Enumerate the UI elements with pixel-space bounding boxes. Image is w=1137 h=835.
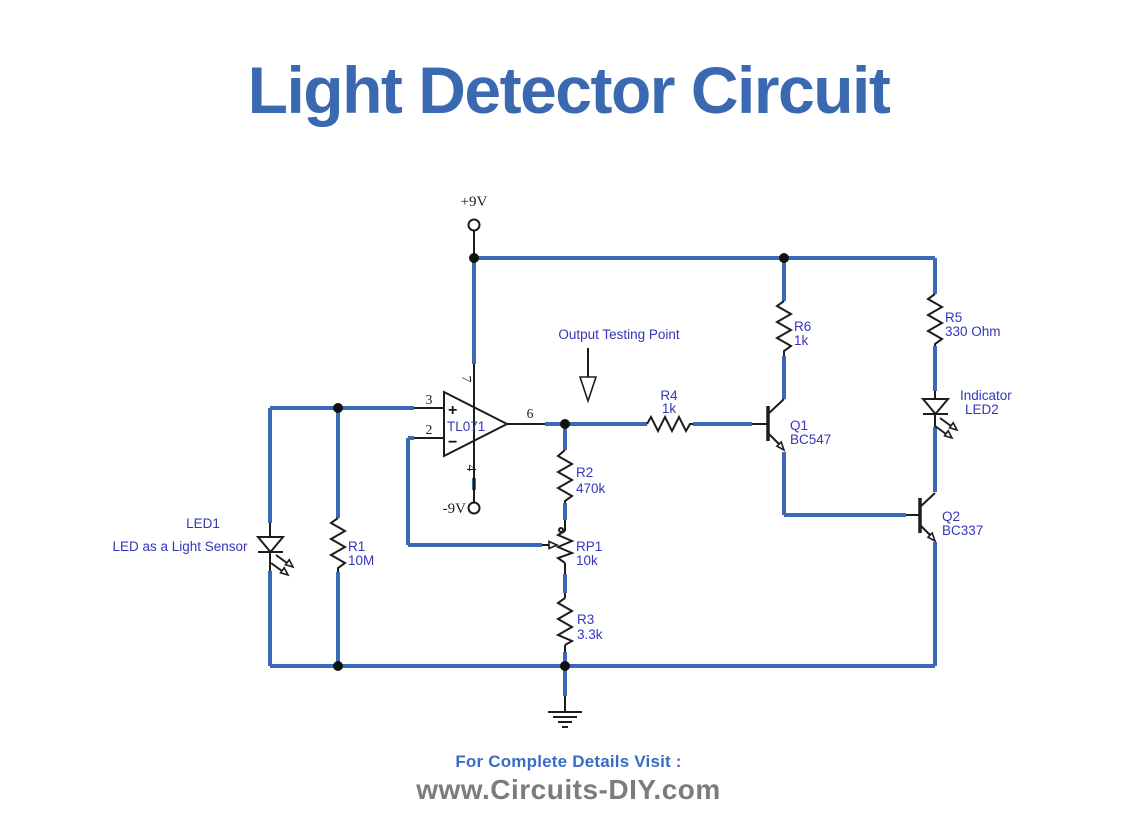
- pin7-label: 7: [459, 376, 474, 383]
- wiper-arrowhead-icon: [548, 540, 559, 550]
- r6-value: 1k: [794, 333, 809, 348]
- zigzag: [555, 597, 575, 646]
- terminal-circle: [467, 218, 481, 232]
- zigzag: [925, 293, 945, 346]
- pin3-label: 3: [426, 392, 433, 407]
- r4-ref: R4: [660, 388, 678, 403]
- r1-ref: R1: [348, 539, 365, 554]
- output-testing-point: Output Testing Point: [558, 327, 680, 404]
- led-triangle-icon: [920, 398, 951, 416]
- junction-dots: [333, 253, 789, 671]
- r6-ref: R6: [794, 319, 811, 334]
- resistor-r3: R3 3.3k: [555, 593, 603, 652]
- zigzag: [328, 517, 348, 572]
- down-arrow-icon: [578, 376, 598, 404]
- junction-dot: [333, 661, 343, 671]
- zigzag: [555, 449, 575, 503]
- resistor-r5: R5 330 Ohm: [925, 293, 1001, 346]
- footer: For Complete Details Visit : www.Circuit…: [0, 752, 1137, 806]
- led1-ref-label: LED1: [186, 516, 220, 531]
- feedback-wire: [406, 436, 542, 547]
- opamp-tl071: + − TL071 3 2 6 7 4: [414, 364, 545, 502]
- led-arrow-line: [275, 554, 288, 564]
- led1-light-sensor: LED1 LED as a Light Sensor: [112, 516, 295, 577]
- minus-input-sign: −: [448, 434, 457, 451]
- resistor-r2: R2 470k: [555, 449, 606, 503]
- output-testing-point-label: Output Testing Point: [558, 327, 680, 342]
- rp1-value: 10k: [576, 553, 598, 568]
- positive-supply-terminal: +9V: [461, 194, 488, 258]
- transistor-q2: Q2 BC337: [906, 492, 983, 543]
- led-arrow-line: [934, 425, 947, 435]
- q2-ref: Q2: [942, 509, 960, 524]
- pin2-label: 2: [426, 422, 433, 437]
- vminus-label: -9V: [443, 501, 466, 517]
- resistor-r4: R4 1k: [646, 388, 693, 434]
- junction-dot: [560, 419, 570, 429]
- junction-dot: [469, 253, 479, 263]
- r1-value: 10M: [348, 553, 374, 568]
- collector-line: [767, 398, 785, 415]
- junction-dot: [333, 403, 343, 413]
- transistor-q1: Q1 BC547: [752, 398, 831, 452]
- led-arrow-line: [270, 562, 283, 572]
- led2-desc-label: Indicator: [960, 388, 1012, 403]
- q1-value: BC547: [790, 432, 831, 447]
- led-arrowhead-icon: [284, 558, 295, 569]
- plus-input-sign: +: [448, 402, 457, 419]
- led-arrow-line: [939, 417, 952, 427]
- led-arrowhead-icon: [948, 421, 959, 432]
- footer-visit-text: For Complete Details Visit :: [455, 752, 682, 771]
- pin6-label: 6: [527, 406, 534, 421]
- emitter-arrowhead-icon: [926, 531, 937, 543]
- r2-value: 470k: [576, 481, 606, 496]
- r2-ref: R2: [576, 465, 593, 480]
- opamp-triangle: [443, 390, 510, 458]
- pin4-label: 4: [464, 465, 479, 472]
- q2-value: BC337: [942, 523, 983, 538]
- collector-line: [919, 492, 936, 508]
- rp1-ref: RP1: [576, 539, 602, 554]
- led-arrowhead-icon: [279, 566, 290, 577]
- zigzag: [555, 530, 575, 564]
- led1-desc-label: LED as a Light Sensor: [112, 539, 248, 554]
- page-title: Light Detector Circuit: [247, 53, 891, 127]
- r5-ref: R5: [945, 310, 962, 325]
- opamp-input-pin-stubs: [414, 407, 444, 439]
- q1-emitter-to-q2-base-wire: [782, 452, 906, 517]
- q1-ref: Q1: [790, 418, 808, 433]
- vplus-label: +9V: [461, 194, 488, 210]
- resistor-r1: R1 10M: [328, 517, 374, 572]
- zigzag: [774, 300, 794, 356]
- r5-value: 330 Ohm: [945, 324, 1001, 339]
- r3-ref: R3: [577, 612, 594, 627]
- potentiometer-rp1: RP1 10k: [542, 520, 602, 574]
- led-triangle-icon: [255, 536, 286, 554]
- emitter-arrowhead-icon: [775, 440, 786, 452]
- wires: [268, 256, 937, 696]
- led2-ref-label: LED2: [965, 402, 999, 417]
- negative-supply-terminal: -9V: [443, 501, 481, 517]
- wiper-dot: [558, 527, 564, 533]
- ground-symbol: [548, 696, 582, 728]
- junction-dot: [560, 661, 570, 671]
- zigzag: [646, 414, 693, 434]
- r4-value: 1k: [662, 401, 677, 416]
- resistor-r6: R6 1k: [774, 300, 811, 356]
- footer-website: www.Circuits-DIY.com: [416, 774, 721, 805]
- opamp-part-label: TL071: [447, 419, 485, 434]
- junction-dot: [779, 253, 789, 263]
- led2-indicator: Indicator LED2: [920, 388, 1012, 440]
- r3-value: 3.3k: [577, 627, 603, 642]
- led-arrowhead-icon: [943, 429, 954, 440]
- terminal-circle: [467, 501, 481, 515]
